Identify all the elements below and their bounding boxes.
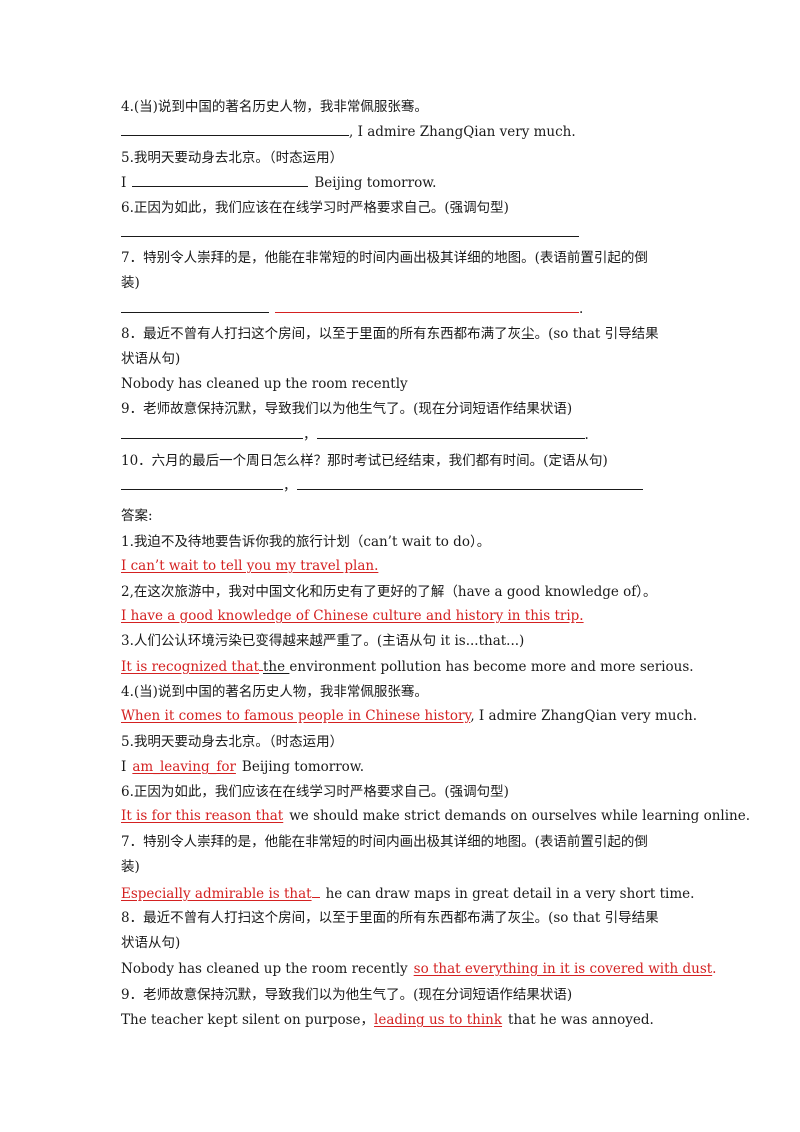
a2-prompt: 2,在这次旅游中，我对中国文化和历史有了更好的了解（have a good kn…	[121, 584, 657, 600]
a7-line: Especially admirable is that he can draw …	[121, 884, 694, 903]
a4-tail: , I admire ZhangQian very much.	[470, 708, 697, 724]
q5-blank[interactable]	[132, 173, 309, 187]
q7-prompt-1: 7．特别令人崇拜的是，他能在非常短的时间内画出极其详细的地图。(表语前置引起的倒	[121, 250, 648, 266]
a3-tail: environment pollution has become more an…	[289, 659, 694, 675]
q5-line: I Beijing tomorrow.	[121, 173, 436, 192]
a5-answer: am_leaving_for	[132, 759, 236, 775]
q4-prompt: 4.(当)说到中国的著名历史人物，我非常佩服张骞。	[121, 99, 428, 115]
a8-period: .	[712, 961, 717, 977]
a1-answer: I can’t wait to tell you my travel plan.	[121, 558, 379, 574]
q7-line: .	[121, 299, 583, 318]
a7-answer: Especially admirable is that	[121, 886, 312, 902]
q9-tail: .	[584, 427, 589, 443]
q5-head: I	[121, 175, 127, 191]
answers-heading: 答案:	[121, 508, 153, 524]
a1-prompt: 1.我迫不及待地要告诉你我的旅行计划（can’t wait to do）。	[121, 534, 491, 550]
q4-blank[interactable]	[121, 122, 349, 136]
a9-prompt: 9．老师故意保持沉默，导致我们以为他生气了。(现在分词短语作结果状语)	[121, 987, 573, 1003]
q9-prompt: 9．老师故意保持沉默，导致我们以为他生气了。(现在分词短语作结果状语)	[121, 401, 573, 417]
a3-prompt: 3.人们公认环境污染已变得越来越严重了。(主语从句 it is...that..…	[121, 633, 525, 649]
a8-prompt-1: 8．最近不曾有人打扫这个房间，以至于里面的所有东西都布满了灰尘。(so that…	[121, 910, 659, 926]
q10-prompt: 10．六月的最后一个周日怎么样？那时考试已经结束，我们都有时间。(定语从句)	[121, 453, 608, 469]
a9-tail: that he was annoyed.	[508, 1012, 654, 1028]
a6-line: It is for this reason that we should make…	[121, 807, 750, 825]
a7-prompt-1: 7．特别令人崇拜的是，他能在非常短的时间内画出极其详细的地图。(表语前置引起的倒	[121, 834, 648, 850]
a5-prompt: 5.我明天要动身去北京。（时态运用）	[121, 734, 344, 750]
q9-comma: ，	[303, 427, 317, 443]
a3-answer: It is recognized that	[121, 659, 259, 675]
q6-blank[interactable]	[121, 223, 579, 237]
a4-prompt: 4.(当)说到中国的著名历史人物，我非常佩服张骞。	[121, 684, 428, 700]
a5-head: I	[121, 759, 127, 775]
q9-blank-1[interactable]	[121, 425, 303, 439]
q4-tail: , I admire ZhangQian very much.	[349, 124, 576, 140]
a8-prompt-2: 状语从句)	[121, 935, 181, 951]
q5-tail: Beijing tomorrow.	[314, 175, 437, 191]
a2-answer: I have a good knowledge of Chinese cultu…	[121, 608, 584, 624]
q8-prompt-2: 状语从句)	[121, 351, 181, 367]
a9-answer: leading us to think	[374, 1012, 503, 1028]
q7-blank-2[interactable]	[275, 299, 579, 313]
a5-tail: Beijing tomorrow.	[241, 759, 365, 775]
q10-blank-2[interactable]	[296, 476, 643, 490]
q8-stem: Nobody has cleaned up the room recently	[121, 376, 408, 392]
q9-blank-2[interactable]	[316, 425, 585, 439]
q10-blank-1[interactable]	[121, 476, 283, 490]
q10-comma: ，	[283, 478, 297, 494]
q7-tail: .	[579, 301, 584, 317]
q5-prompt: 5.我明天要动身去北京。（时态运用）	[121, 150, 344, 166]
a6-answer: It is for this reason that	[121, 808, 284, 824]
a6-prompt: 6.正因为如此，我们应该在在线学习时严格要求自己。(强调句型)	[121, 784, 509, 800]
q6-line	[121, 223, 579, 242]
a7-tail: he can draw maps in great detail in a ve…	[325, 886, 695, 902]
a6-tail: we should make strict demands on ourselv…	[289, 808, 751, 824]
q6-prompt: 6.正因为如此，我们应该在在线学习时严格要求自己。(强调句型)	[121, 200, 509, 216]
q9-line: ，.	[121, 425, 589, 444]
a7-prompt-2: 装)	[121, 859, 140, 875]
q7-prompt-2: 装)	[121, 275, 140, 291]
a9-line: The teacher kept silent on purpose，leadi…	[121, 1011, 654, 1029]
a4-answer: When it comes to famous people in Chines…	[121, 708, 471, 724]
q7-blank-1[interactable]	[121, 299, 269, 313]
a8-answer: so that everything in it is covered with…	[413, 961, 713, 977]
a4-line: When it comes to famous people in Chines…	[121, 707, 697, 725]
a9-head: The teacher kept silent on purpose，	[121, 1012, 375, 1028]
q4-line: , I admire ZhangQian very much.	[121, 122, 576, 141]
q8-prompt-1: 8．最近不曾有人打扫这个房间，以至于里面的所有东西都布满了灰尘。(so that…	[121, 326, 659, 342]
a8-stem: Nobody has cleaned up the room recently	[121, 961, 408, 977]
a8-line: Nobody has cleaned up the room recently s…	[121, 960, 716, 978]
q10-line: ，	[121, 476, 643, 495]
a3-middle: the	[263, 659, 290, 675]
